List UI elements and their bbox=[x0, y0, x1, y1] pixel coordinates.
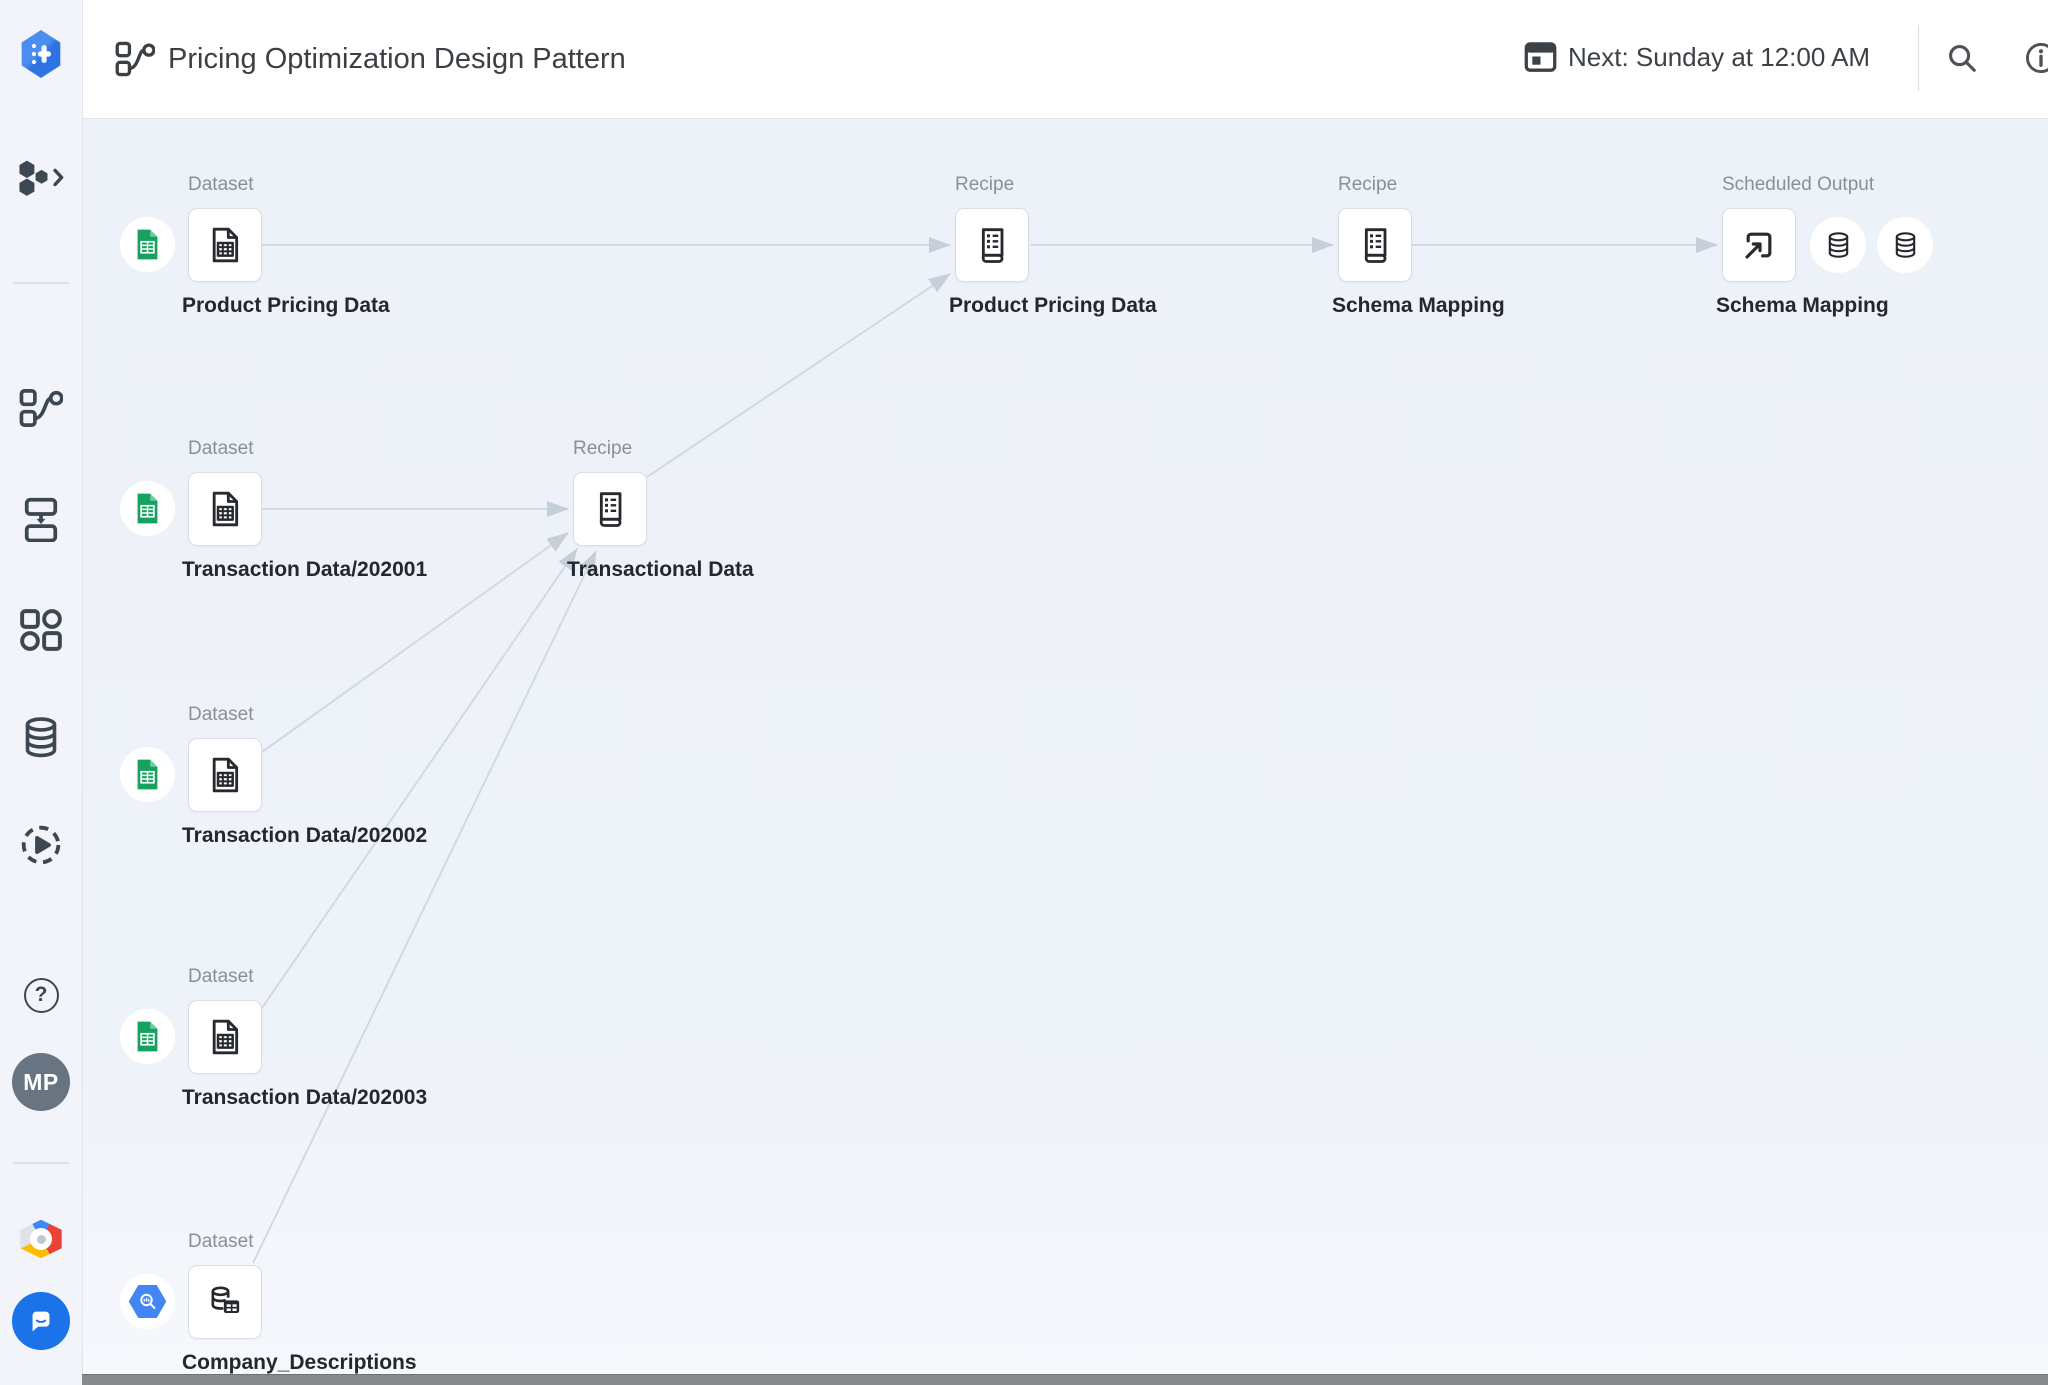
node-name: Transactional Data bbox=[567, 558, 754, 581]
canvas-horizontal-scrollbar[interactable] bbox=[82, 1374, 2048, 1385]
dataset-file-icon bbox=[212, 1019, 239, 1055]
dataset-file-icon bbox=[212, 491, 239, 527]
output-target-database-icon[interactable] bbox=[1810, 217, 1866, 273]
sidebar-divider bbox=[13, 1162, 69, 1164]
node-type-label: Dataset bbox=[188, 966, 254, 987]
recipe-scroll-icon bbox=[1364, 228, 1387, 263]
dataprep-logo[interactable] bbox=[0, 30, 82, 78]
recipe-card[interactable] bbox=[573, 472, 647, 546]
dataset-file-icon bbox=[212, 227, 239, 263]
node-name: Transaction Data/202001 bbox=[182, 558, 428, 581]
recipe-card[interactable] bbox=[1338, 208, 1412, 282]
chat-support-icon[interactable] bbox=[0, 1292, 82, 1350]
node-type-label: Recipe bbox=[1338, 174, 1398, 195]
dataset-card[interactable] bbox=[188, 1265, 262, 1339]
node-name: Product Pricing Data bbox=[182, 294, 390, 317]
bigquery-badge bbox=[120, 1274, 175, 1329]
node-name: Transaction Data/202003 bbox=[182, 1086, 428, 1109]
left-nav-sidebar: ? MP bbox=[0, 0, 83, 1385]
nav-library[interactable] bbox=[0, 608, 82, 652]
recipe-scroll-icon bbox=[981, 228, 1004, 263]
node-type-label: Recipe bbox=[573, 438, 633, 459]
google-sheets-icon bbox=[137, 493, 158, 524]
node-type-label: Dataset bbox=[188, 704, 254, 725]
node-type-label: Dataset bbox=[188, 1231, 254, 1252]
google-cloud-logo[interactable] bbox=[0, 1218, 82, 1260]
search-icon[interactable] bbox=[1944, 40, 1980, 81]
output-card[interactable] bbox=[1722, 208, 1796, 282]
bigquery-icon bbox=[128, 1284, 167, 1319]
recipe-scroll-icon bbox=[599, 492, 622, 527]
output-target-database-icon[interactable] bbox=[1877, 217, 1933, 273]
user-avatar[interactable]: MP bbox=[0, 1053, 82, 1111]
node-name: Schema Mapping bbox=[1332, 294, 1505, 317]
google-sheets-badge bbox=[120, 747, 175, 802]
export-arrow-icon bbox=[1745, 232, 1772, 259]
node-type-label: Dataset bbox=[188, 174, 254, 195]
dataset-card[interactable] bbox=[188, 208, 262, 282]
schedule-status[interactable]: Next: Sunday at 12:00 AM bbox=[1568, 42, 1871, 72]
node-type-label: Recipe bbox=[955, 174, 1015, 195]
header-divider bbox=[1918, 25, 1919, 91]
help-icon[interactable]: ? bbox=[0, 977, 82, 1013]
info-icon[interactable] bbox=[2023, 40, 2048, 81]
avatar-initials: MP bbox=[12, 1053, 70, 1111]
dataset-card[interactable] bbox=[188, 472, 262, 546]
database-cylinder-icon bbox=[1828, 231, 1848, 258]
nav-plans[interactable] bbox=[0, 496, 82, 542]
google-sheets-icon bbox=[137, 229, 158, 260]
node-name: Product Pricing Data bbox=[949, 294, 1157, 317]
hexagon-cluster-expand-icon[interactable] bbox=[0, 152, 82, 204]
nav-connections-database[interactable] bbox=[0, 714, 82, 762]
dataset-card[interactable] bbox=[188, 1000, 262, 1074]
google-sheets-badge bbox=[120, 217, 175, 272]
node-name: Schema Mapping bbox=[1716, 294, 1889, 317]
node-name: Transaction Data/202002 bbox=[182, 824, 428, 847]
flow-header: Pricing Optimization Design Pattern Next… bbox=[82, 0, 2048, 119]
recipe-card[interactable] bbox=[955, 208, 1029, 282]
node-name: Company_Descriptions bbox=[182, 1351, 417, 1374]
flow-title-icon bbox=[115, 41, 156, 82]
calendar-icon bbox=[1523, 39, 1558, 79]
google-sheets-badge bbox=[120, 481, 175, 536]
node-type-label: Scheduled Output bbox=[1722, 174, 1875, 195]
dataset-file-icon bbox=[212, 757, 239, 793]
google-sheets-icon bbox=[137, 1021, 158, 1052]
database-cylinder-icon bbox=[1895, 231, 1915, 258]
dataset-card[interactable] bbox=[188, 738, 262, 812]
database-table-icon bbox=[211, 1286, 240, 1313]
node-type-label: Dataset bbox=[188, 438, 254, 459]
nav-job-history[interactable] bbox=[0, 822, 82, 868]
google-sheets-badge bbox=[120, 1009, 175, 1064]
google-sheets-icon bbox=[137, 759, 158, 790]
sidebar-divider bbox=[13, 282, 69, 284]
nav-flows[interactable] bbox=[0, 386, 82, 430]
page-title: Pricing Optimization Design Pattern bbox=[168, 43, 626, 75]
